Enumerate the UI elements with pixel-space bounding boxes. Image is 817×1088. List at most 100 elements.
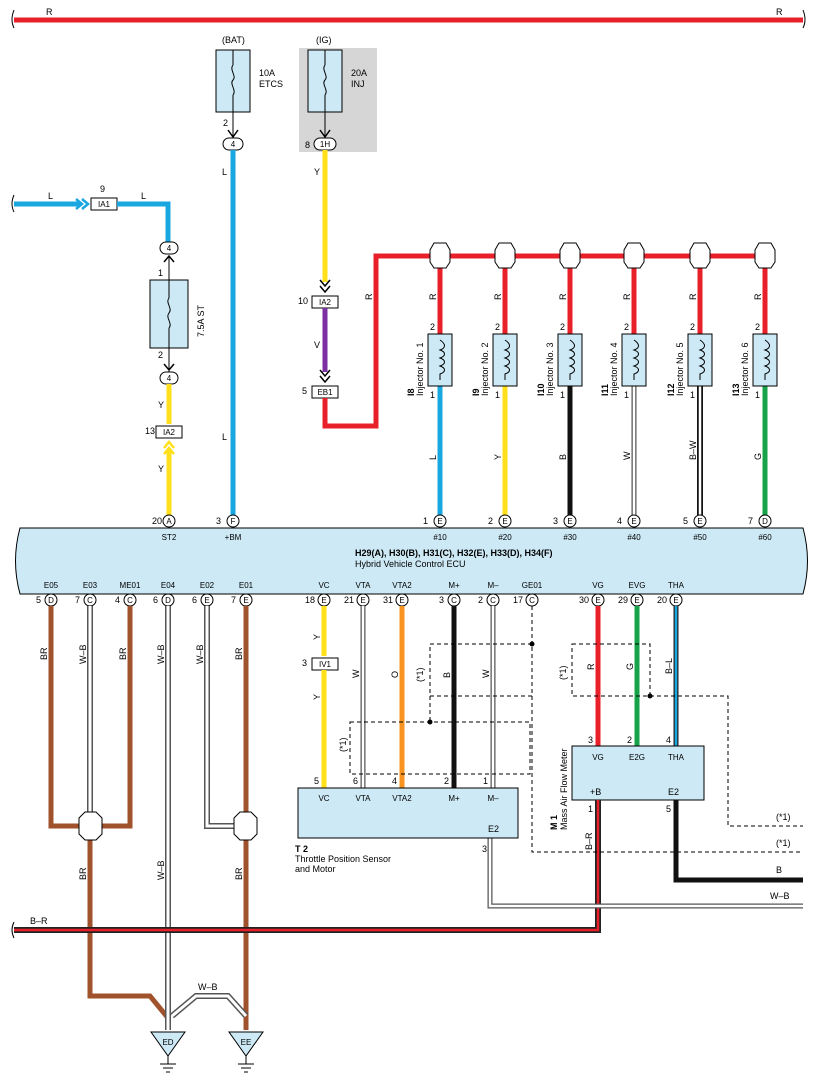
- svg-text:E: E: [321, 596, 326, 605]
- shield-box: [349, 721, 531, 775]
- svg-text:Y: Y: [314, 167, 320, 177]
- svg-text:D: D: [48, 596, 54, 605]
- ecu-pin-label: #50: [693, 533, 707, 542]
- coil-icon: [568, 339, 575, 380]
- inj-pin: 8: [305, 140, 310, 150]
- svg-text:1H: 1H: [320, 140, 330, 149]
- etcs-fuse-group: (BAT) 10A ETCS 2 4: [215, 35, 283, 151]
- svg-text:1: 1: [755, 390, 760, 400]
- svg-text:E: E: [567, 517, 572, 526]
- svg-text:R: R: [364, 293, 374, 300]
- svg-text:B–W: B–W: [688, 440, 698, 460]
- svg-text:2: 2: [444, 776, 449, 786]
- st-branch: L 9 IA1 L 4 1 7.5A ST 2 4 Y 13 IA2 Y: [11, 184, 206, 515]
- maf-pin-label: THA: [668, 753, 685, 762]
- ecu-block: H29(A), H30(B), H31(C), H32(E), H33(D), …: [15, 514, 808, 607]
- svg-text:4: 4: [392, 776, 397, 786]
- svg-text:V: V: [314, 340, 320, 350]
- svg-text:2: 2: [624, 322, 629, 332]
- coil-icon: [698, 339, 705, 380]
- svg-text:1: 1: [158, 268, 163, 278]
- ecu-pin-label: M–: [487, 581, 499, 590]
- svg-text:2: 2: [430, 322, 435, 332]
- ecu-top-pin: E3#30: [553, 514, 577, 542]
- ecu-pin-label: GE01: [522, 581, 543, 590]
- ecu-pin-label: E01: [239, 581, 254, 590]
- splice-point: [754, 242, 776, 269]
- svg-text:BR: BR: [78, 867, 88, 880]
- splice-point: [559, 242, 581, 269]
- svg-text:31: 31: [383, 595, 393, 605]
- injector-name: Injector No. 3: [545, 342, 555, 396]
- svg-text:IA2: IA2: [163, 428, 176, 437]
- svg-text:IV1: IV1: [319, 660, 332, 669]
- svg-text:7: 7: [748, 516, 753, 526]
- svg-text:E2: E2: [668, 787, 679, 797]
- svg-text:R: R: [688, 293, 698, 300]
- svg-text:BR: BR: [39, 647, 49, 660]
- svg-text:O: O: [390, 671, 400, 678]
- ground-splice-left: [78, 811, 103, 841]
- throttle-body: [297, 787, 519, 839]
- etcs-name: ETCS: [259, 79, 283, 89]
- svg-text:W–B: W–B: [156, 860, 166, 880]
- maf-wiring: R G B–L (*1) (*1) (*1) B W–B: [558, 606, 803, 901]
- throttle-pin-label: M+: [448, 794, 460, 803]
- svg-text:W: W: [481, 669, 491, 678]
- connector-arrow-icon: [75, 198, 90, 210]
- injector-name: Injector No. 6: [740, 342, 750, 396]
- ground-wiring: BR W–B BR W–B W–B BR BR W–B BR W–B ED EE: [39, 606, 264, 1073]
- svg-text:Y: Y: [493, 454, 503, 460]
- svg-text:2: 2: [627, 735, 632, 745]
- throttle-pin-label: VC: [318, 794, 329, 803]
- coil-icon: [763, 339, 770, 380]
- svg-text:+B: +B: [590, 787, 601, 797]
- svg-text:2: 2: [158, 350, 163, 360]
- ground-splice-right: [233, 811, 258, 841]
- ecu-pin-label: ME01: [120, 581, 141, 590]
- svg-text:G: G: [753, 453, 763, 460]
- svg-text:R: R: [622, 293, 632, 300]
- svg-text:W: W: [351, 669, 361, 678]
- svg-text:5: 5: [36, 595, 41, 605]
- injector-coil: [492, 333, 518, 387]
- injector-id: I10: [536, 383, 546, 396]
- svg-text:2: 2: [755, 322, 760, 332]
- svg-text:W–B: W–B: [198, 982, 218, 992]
- svg-text:B–L: B–L: [664, 658, 674, 674]
- svg-text:W–B: W–B: [156, 644, 166, 664]
- svg-text:Y: Y: [312, 634, 322, 640]
- svg-text:21: 21: [344, 595, 354, 605]
- splice-point: [494, 242, 516, 269]
- svg-text:6: 6: [192, 595, 197, 605]
- ecu-top-pin: E5#50: [683, 514, 707, 542]
- svg-text:EE: EE: [241, 1038, 252, 1047]
- bm-wire: L L: [222, 150, 236, 515]
- svg-text:(*1): (*1): [776, 812, 791, 822]
- svg-text:3: 3: [216, 516, 221, 526]
- svg-text:D: D: [762, 517, 768, 526]
- ecu-pin-label: ST2: [162, 533, 177, 542]
- etcs-pin: 2: [223, 118, 228, 128]
- ecu-pin-label: #20: [498, 533, 512, 542]
- ecu-pin-label: E03: [83, 581, 98, 590]
- svg-text:E: E: [243, 596, 248, 605]
- svg-text:A: A: [166, 517, 172, 526]
- injector-id: I9: [471, 388, 481, 396]
- ecu-top-pin: E4#40: [617, 514, 641, 542]
- svg-text:4: 4: [617, 516, 622, 526]
- svg-text:4: 4: [231, 140, 236, 149]
- injector-name: Injector No. 5: [675, 342, 685, 396]
- fuse-element-icon: [167, 297, 171, 329]
- ia1-pin: 9: [100, 184, 105, 194]
- ecu-top-pin: F3+BM: [216, 514, 242, 542]
- svg-text:C: C: [451, 596, 457, 605]
- svg-text:E: E: [399, 596, 404, 605]
- svg-text:W–B: W–B: [770, 891, 790, 901]
- svg-text:1: 1: [588, 804, 593, 814]
- svg-text:E: E: [673, 596, 678, 605]
